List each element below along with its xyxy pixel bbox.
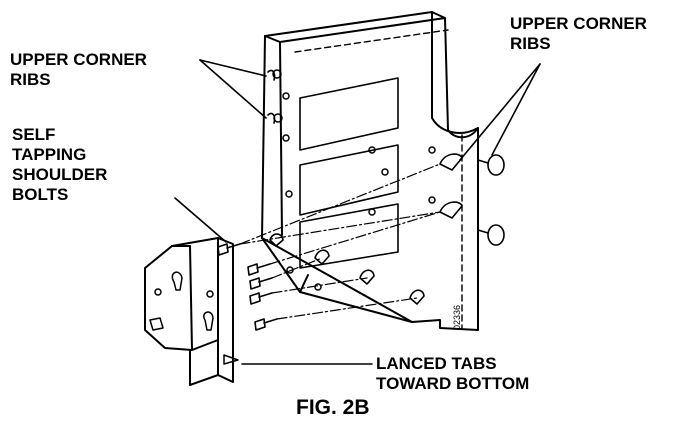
leader-lines	[174, 59, 541, 365]
label-upper-right-line2: RIBS	[510, 34, 551, 53]
bolt-3	[249, 277, 273, 290]
bolt-4	[249, 292, 273, 305]
label-tabs-line1: LANCED TABS	[376, 354, 497, 373]
label-bolts-line2: TAPPING	[12, 145, 87, 164]
label-bolts-line3: SHOULDER	[12, 165, 108, 184]
label-upper-corner-ribs-left: UPPER CORNER RIBS	[10, 50, 147, 90]
label-upper-left-line1: UPPER CORNER	[10, 50, 147, 69]
label-bolts-line1: SELF	[12, 125, 56, 144]
bolt-5	[254, 318, 278, 331]
label-upper-left-line2: RIBS	[10, 70, 51, 89]
label-self-tapping-bolts: SELF TAPPING SHOULDER BOLTS	[12, 125, 107, 205]
label-lanced-tabs: LANCED TABS TOWARD BOTTOM	[376, 354, 529, 394]
label-bolts-line4: BOLTS	[12, 185, 69, 204]
right-bosses	[477, 154, 505, 246]
figure-title: FIG. 2B	[296, 396, 370, 419]
part-number: 02336	[452, 304, 462, 330]
alignment-lines	[239, 163, 441, 320]
bolt-1	[217, 243, 241, 256]
shoulder-bolts	[217, 243, 278, 331]
bolt-2	[247, 263, 271, 276]
label-upper-right-line1: UPPER CORNER	[510, 14, 647, 33]
main-plate	[261, 11, 479, 331]
front-bracket	[144, 237, 239, 386]
label-tabs-line2: TOWARD BOTTOM	[376, 374, 530, 393]
label-upper-corner-ribs-right: UPPER CORNER RIBS	[510, 14, 647, 54]
plate-slots	[299, 77, 399, 269]
lanced-tabs	[269, 233, 425, 305]
